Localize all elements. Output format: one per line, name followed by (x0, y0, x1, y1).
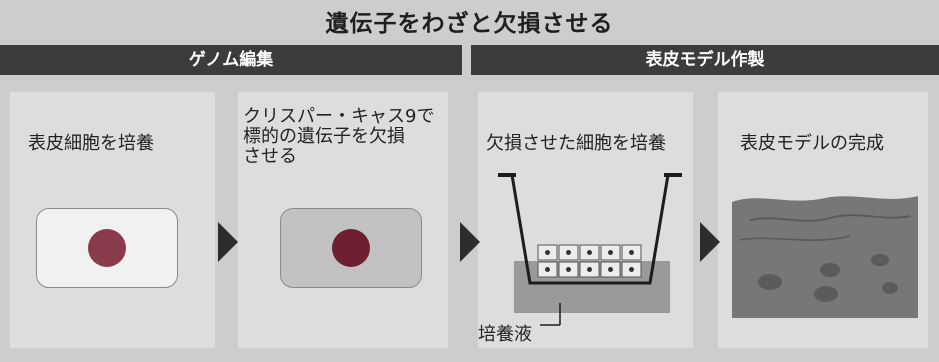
tissue-cell (882, 282, 898, 294)
tissue-cell (820, 263, 840, 277)
step-4-line-1: 表皮モデルの完成 (740, 133, 884, 154)
edited-cell-nucleus (332, 229, 370, 267)
epidermis-model-illustration (732, 196, 918, 318)
culture-insert-illustration (498, 173, 682, 326)
arrow-right-icon (218, 222, 238, 262)
tissue-cell (758, 274, 782, 290)
arrow-right-icon (700, 222, 720, 262)
step-3-line-1: 欠損させた細胞を培養 (486, 133, 666, 154)
cultured-cell-nucleus (566, 250, 571, 255)
cultured-cell-nucleus (587, 267, 592, 272)
epidermal-cell (36, 208, 178, 288)
step-2-line-2: 標的の遺伝子を欠損 (243, 126, 405, 147)
band-divider (462, 45, 471, 75)
cultured-cell-nucleus (629, 250, 634, 255)
step-2-line-3: させる (243, 146, 297, 167)
cultured-cells (537, 244, 642, 278)
cultured-cell-nucleus (587, 250, 592, 255)
cultured-cell-nucleus (566, 267, 571, 272)
phase-band-genome-editing: ゲノム編集 (0, 45, 462, 75)
step-4-label: 表皮モデルの完成 (740, 134, 884, 154)
cultured-cell-nucleus (545, 250, 550, 255)
cultured-cell-nucleus (545, 267, 550, 272)
edited-cell (280, 208, 422, 288)
tissue-cell (871, 254, 889, 266)
phase-band-epidermis-model: 表皮モデル作製 (471, 45, 939, 75)
phase-label: 表皮モデル作製 (645, 50, 765, 70)
tissue-layer-line (749, 214, 911, 222)
phase-label: ゲノム編集 (188, 50, 274, 70)
culture-medium-label: 培養液 (478, 324, 532, 345)
step-1-label: 表皮細胞を培養 (28, 134, 154, 154)
cultured-cell-nucleus (608, 250, 613, 255)
cultured-cell-nucleus (629, 267, 634, 272)
cell-nucleus (88, 229, 126, 267)
tissue-layer-line (739, 235, 851, 241)
step-2-label: クリスパー・キャス9で 標的の遺伝子を欠損 させる (243, 107, 434, 167)
arrow-right-icon (460, 222, 480, 262)
step-2-line-1: クリスパー・キャス9で (243, 106, 435, 127)
step-1-line-1: 表皮細胞を培養 (28, 133, 154, 154)
diagram-title: 遺伝子をわざと欠損させる (325, 11, 614, 37)
tissue-cell (814, 286, 838, 302)
cultured-cell-nucleus (608, 267, 613, 272)
step-3-label: 欠損させた細胞を培養 (486, 134, 666, 154)
